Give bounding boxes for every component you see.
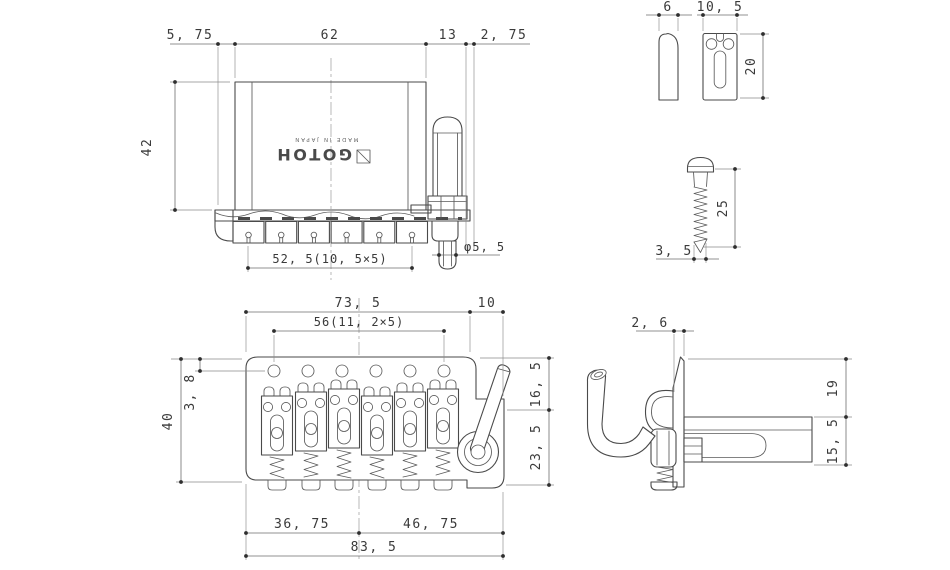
- plan-view-dimensions: 73, 5 10 56(11, 2×5) 3, 8 40 16, 5 23, 5: [161, 296, 554, 560]
- plate-scallops: [215, 210, 415, 220]
- front-view-dimensions: 5, 75 62 13 2, 75 42 52, 5(10, 5×5) φ5, …: [140, 28, 530, 272]
- dim-screw-length: 25: [716, 199, 731, 218]
- dim-arm-lower: 23, 5: [529, 424, 544, 471]
- dim-below-body: 15, 5: [826, 418, 841, 465]
- saddle: [393, 382, 427, 491]
- saddle-row-front: [232, 220, 429, 244]
- logo-origin-text: MADE IN JAPAN: [294, 136, 359, 142]
- mounting-holes: [267, 364, 451, 378]
- dim-plate-thickness: 2, 6: [631, 316, 668, 331]
- dim-arm-offset: 10: [478, 296, 497, 311]
- arm-socket-side: [650, 428, 677, 468]
- dim-screw-spacing: 56(11, 2×5): [314, 315, 404, 329]
- screw-threads: [693, 186, 708, 243]
- saddle: [426, 379, 460, 491]
- dim-arm-unit: 13: [439, 28, 458, 43]
- dim-hole-inset: 3, 8: [183, 373, 198, 410]
- guide-front-part: [702, 32, 738, 101]
- dim-above-body: 19: [826, 379, 841, 398]
- dim-plate-overhang: 5, 75: [167, 28, 214, 43]
- dim-guide-width: 10, 5: [697, 0, 744, 15]
- dim-overall-length: 83, 5: [351, 540, 398, 555]
- saddle: [360, 386, 394, 491]
- side-view: 2, 6 19 15, 5: [586, 316, 852, 491]
- string-guide-view: 6 10, 5 20: [646, 0, 769, 101]
- plan-view: 73, 5 10 56(11, 2×5) 3, 8 40 16, 5 23, 5: [161, 296, 554, 562]
- socket-cap: [650, 481, 678, 491]
- socket-spring: [656, 466, 674, 483]
- mount-screw-view: 25 3, 5: [655, 156, 741, 263]
- screw-head: [686, 156, 715, 173]
- arm-pivot-plan: [456, 364, 511, 474]
- dim-string-spacing: 52, 5(10, 5×5): [272, 252, 387, 266]
- dim-block-height: 42: [140, 138, 155, 157]
- string-guide-dimensions: 6 10, 5 20: [646, 0, 769, 100]
- saddle: [260, 386, 294, 491]
- dim-center-right: 46, 75: [403, 517, 459, 532]
- dim-guide-height: 20: [744, 57, 759, 76]
- dim-arm-upper: 16, 5: [529, 361, 544, 408]
- plate-edge-side: [672, 356, 685, 488]
- arm-holder-front: [410, 116, 468, 270]
- dim-center-left: 36, 75: [274, 517, 330, 532]
- dim-screw-dia: 3, 5: [655, 244, 692, 259]
- mount-screw-dimensions: 25 3, 5: [655, 167, 741, 263]
- arm-nut-side: [683, 437, 703, 463]
- arm-shaft-in-block: [683, 433, 767, 458]
- logo-brand-text: GOTOH: [275, 145, 352, 164]
- dim-arm-rod-dia: φ5, 5: [464, 240, 505, 254]
- saddles-plan: [260, 379, 460, 491]
- front-view: GOTOH MADE IN JAPAN: [140, 28, 530, 280]
- saddle: [327, 379, 361, 491]
- guide-slot: [713, 50, 727, 89]
- gotoh-logo: GOTOH MADE IN JAPAN: [275, 136, 371, 164]
- arm-tip: [590, 369, 607, 380]
- dim-plate-length: 73, 5: [335, 296, 382, 311]
- saddle: [294, 382, 328, 491]
- dim-block-width: 62: [321, 28, 340, 43]
- dim-plate-width: 40: [161, 412, 176, 431]
- screw-tip: [693, 238, 708, 253]
- dim-arm-edge: 2, 75: [481, 28, 528, 43]
- saddle-keyholes: [245, 231, 416, 244]
- dim-guide-thickness: 6: [663, 0, 672, 15]
- guide-side-part: [658, 32, 679, 101]
- arm-rod: [438, 240, 457, 270]
- sustain-block-side: [683, 416, 813, 463]
- logo-mark-icon: [356, 149, 371, 164]
- plate-rounded-end: [214, 209, 234, 242]
- tremolo-arm-side: [586, 369, 656, 458]
- side-view-dimensions: 2, 6 19 15, 5: [631, 316, 852, 467]
